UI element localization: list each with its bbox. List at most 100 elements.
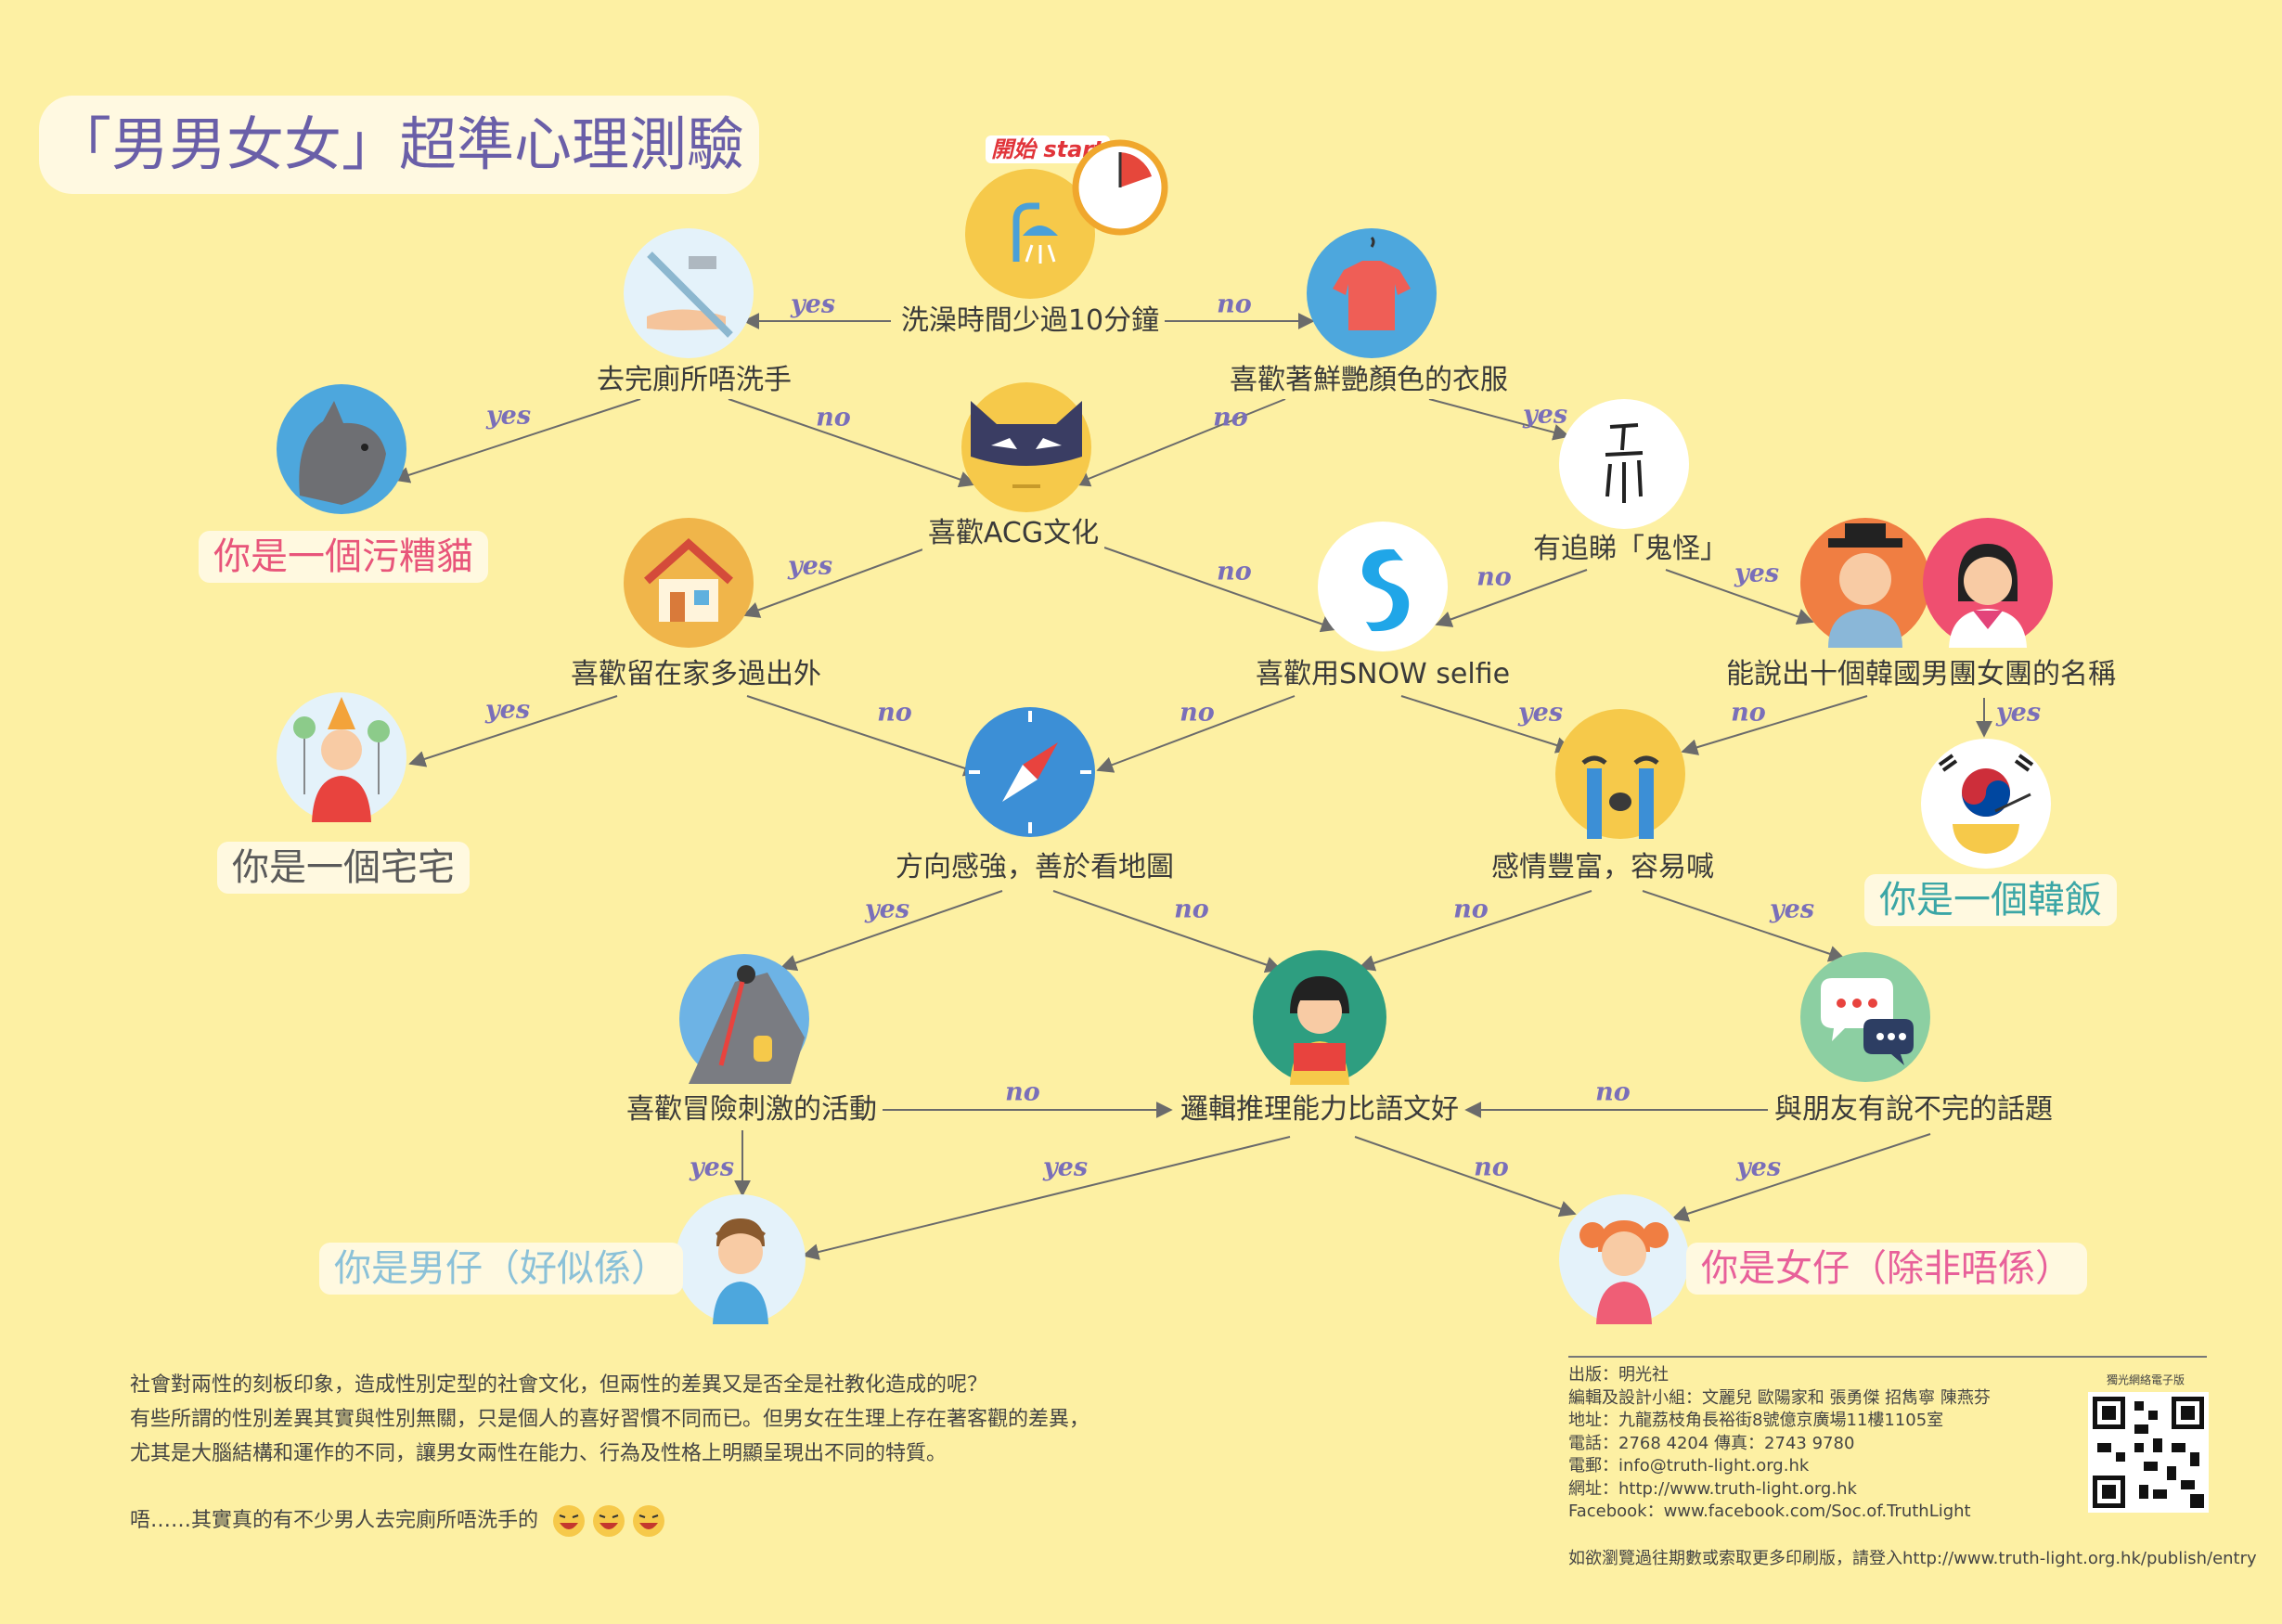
arrow-friends-girl [1671,1133,1931,1222]
label-no: no [1595,1077,1631,1107]
label-no: no [1474,1153,1509,1182]
goblin-calligraphy-icon [1559,399,1689,529]
label-no: no [1213,403,1248,432]
label-yes: yes [1734,559,1780,588]
arrow-handwash-cat [393,398,641,483]
credits-divider [1568,1356,2207,1358]
arrow-snow-emotion [1400,695,1573,754]
question-bright-clothes: 喜歡著鮮艷顏色的衣服 [1224,362,1514,399]
arrow-home-party [408,695,618,767]
label-yes: yes [1042,1153,1089,1182]
intro-line-2: 有些所謂的性別差異其實與性別無關，只是個人的喜好習慣不同而已。但男女在生理上存在… [130,1408,1090,1431]
arrow-ghost-snow [1435,569,1588,627]
label-yes: yes [484,695,531,725]
page-title: 「男男女女」超準心理測驗 [53,110,744,178]
compass-icon [965,707,1095,837]
credit-website: 網址：http://www.truth-light.org.hk [1568,1478,1857,1499]
arrow-acg-snow [1103,547,1338,633]
title-banner: 「男男女女」超準心理測驗 [39,96,759,194]
question-goblin: 有追睇「鬼怪」 [1528,531,1734,568]
label-yes: yes [790,290,836,319]
arrow-handwash-acg [728,398,976,488]
arrow-acg-home [742,547,929,618]
arrow-emotion-friends [1642,890,1846,962]
footnote: 如欲瀏覽過往期數或索取更多印刷版，請登入http://www.truth-lig… [1568,1549,2257,1568]
arrow-emotion-logic [1358,890,1592,972]
label-yes: yes [1517,698,1564,728]
credit-phone: 電話：2768 4204 傳真：2743 9780 [1568,1433,1855,1453]
result-dirty-cat: 你是一個污糟貓 [199,531,488,583]
label-yes: yes [864,895,910,924]
credit-publisher: 出版：明光社 [1568,1365,1669,1385]
crying-face-icon [1555,709,1685,839]
question-shower: 洗澡時間少過10分鐘 [895,303,1166,340]
label-no: no [1005,1077,1040,1107]
result-boy: 你是男仔（好似係） [319,1243,683,1295]
label-no: no [877,698,912,728]
cat-icon [277,384,406,514]
batman-mask-icon [961,382,1091,512]
intro-note-text: 唔……其實真的有不少男人去完廁所唔洗手的 [130,1509,539,1532]
label-yes: yes [1522,400,1568,430]
laughing-emoji-icon [593,1505,625,1537]
arrow-ghost-korean [1665,569,1814,625]
arrow-home-direction [746,695,981,777]
arrow-bright-acg [1073,398,1286,487]
label-no: no [1180,698,1215,728]
question-handwash: 去完廁所唔洗手 [591,362,797,399]
handwash-icon [624,228,754,358]
label-yes: yes [689,1153,735,1182]
korean-couple-icon [1800,518,2053,648]
question-acg: 喜歡ACG文化 [922,515,1105,552]
laughing-emoji-icon [633,1505,665,1537]
result-girl: 你是女仔（除非唔係） [1686,1243,2087,1295]
intro-note: 唔……其實真的有不少男人去完廁所唔洗手的 [130,1503,665,1538]
laughing-emoji-icon [553,1505,586,1537]
credit-email: 電郵：info@truth-light.org.hk [1568,1456,1810,1476]
arrow-direction-adventure [780,890,1003,972]
arrow-snow-direction [1096,695,1296,773]
result-otaku: 你是一個宅宅 [217,842,470,894]
label-yes: yes [787,551,833,581]
result-korea-fan: 你是一個韓飯 [1864,874,2117,926]
label-no: no [1476,562,1512,592]
question-adventure: 喜歡冒險刺激的活動 [621,1091,883,1128]
label-no: no [1731,698,1766,728]
house-icon [624,518,754,648]
label-no: no [1217,557,1252,586]
boy-icon [676,1194,806,1324]
party-boy-icon [277,692,406,822]
girl-icon [1559,1194,1689,1324]
label-yes: yes [1995,698,2042,728]
qr-code-icon [2088,1392,2209,1513]
label-no: no [1217,290,1252,319]
question-friends: 與朋友有說不完的話題 [1769,1091,2058,1128]
credit-address: 地址：九龍荔枝角長裕街8號億京廣場11樓1105室 [1568,1411,1944,1430]
label-no: no [1174,895,1209,924]
arrow-logic-boy [802,1136,1291,1260]
question-logic: 邏輯推理能力比語文好 [1175,1091,1464,1128]
qr-label: 獨光網絡電子版 [2107,1373,2185,1386]
question-snow: 喜歡用SNOW selfie [1249,656,1516,693]
snow-app-icon [1318,522,1448,651]
question-emotion: 感情豐富，容易喊 [1486,849,1720,886]
clock-icon [1072,139,1168,236]
climber-icon [679,954,809,1084]
intro-line-3: 尤其是大腦結構和運作的不同，讓男女兩性在能力、行為及性格上明顯呈現出不同的特質。 [130,1442,948,1465]
label-yes: yes [1769,895,1815,924]
label-yes: yes [1735,1153,1782,1182]
arrow-korean-emotion [1681,695,1868,755]
label-no: no [1453,895,1489,924]
label-no: no [816,403,851,432]
intro-line-1: 社會對兩性的刻板印象，造成性別定型的社會文化，但兩性的差異又是否全是社教化造成的… [130,1373,988,1397]
arrow-direction-logic [1052,890,1283,973]
chat-bubbles-icon [1800,952,1930,1082]
question-korean-groups: 能說出十個韓國男團女團的名稱 [1721,656,2121,693]
shower-icon [965,169,1095,299]
korean-flag-bowl-icon [1921,739,2051,869]
arrow-logic-girl [1354,1136,1577,1218]
credit-facebook: Facebook：www.facebook.com/Soc.of.TruthLi… [1568,1502,1971,1521]
arrow-bright-ghost [1428,398,1570,441]
